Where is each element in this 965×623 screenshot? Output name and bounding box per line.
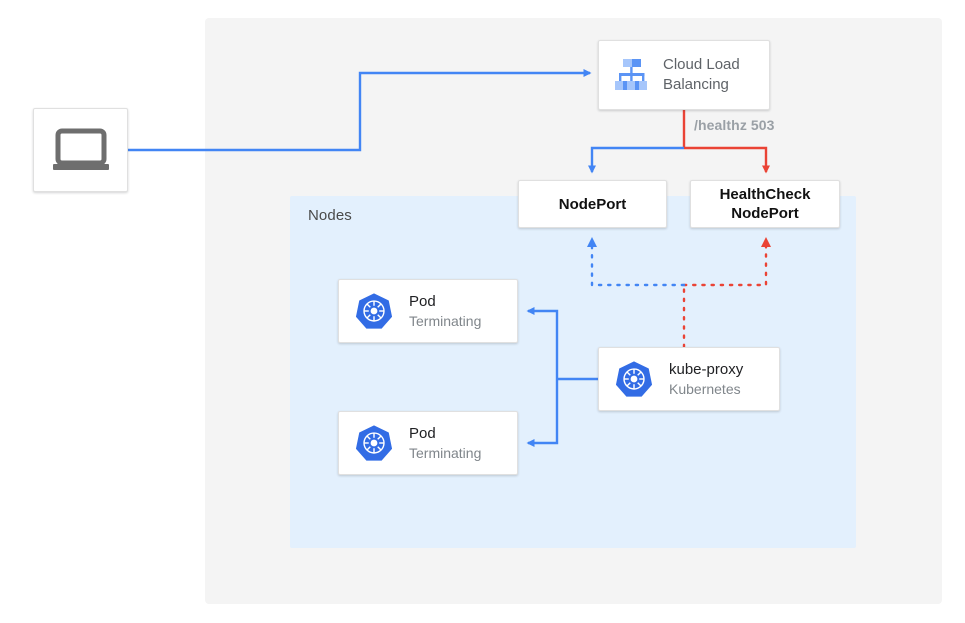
kube-proxy-title: kube-proxy xyxy=(669,360,744,378)
edge-client-to-clb xyxy=(128,69,592,152)
client-device-card[interactable] xyxy=(33,108,128,192)
edge-clb-split xyxy=(588,110,770,174)
cloud-load-balancing-card[interactable]: Cloud Load Balancing xyxy=(598,40,770,110)
pod-card-1-row: Pod Terminating xyxy=(339,280,517,342)
kubernetes-icon xyxy=(355,292,393,330)
kubernetes-icon xyxy=(615,360,653,398)
nodeport-card[interactable]: NodePort xyxy=(518,180,667,228)
kube-proxy-labels: kube-proxy Kubernetes xyxy=(669,360,743,399)
hcnp-label-line2: NodePort xyxy=(731,205,799,222)
cloud-load-balancing-icon xyxy=(611,57,651,93)
edge-kubeproxy-dotted xyxy=(587,237,771,349)
kube-proxy-row: kube-proxy Kubernetes xyxy=(599,348,779,410)
pod-card-2-row: Pod Terminating xyxy=(339,412,517,474)
pod-card-1-labels: Pod Terminating xyxy=(409,292,481,331)
kubernetes-icon xyxy=(355,424,393,462)
laptop-icon xyxy=(51,128,111,172)
pod-card-2-labels: Pod Terminating xyxy=(409,424,481,463)
edge-kubeproxy-to-pods xyxy=(526,307,598,447)
healthcheck-nodeport-card[interactable]: HealthCheck NodePort xyxy=(690,180,840,228)
pod-card-1-subtitle: Terminating xyxy=(409,312,482,329)
nodes-panel-label: Nodes xyxy=(308,207,352,224)
kube-proxy-card[interactable]: kube-proxy Kubernetes xyxy=(598,347,780,411)
pod-card-1[interactable]: Pod Terminating xyxy=(338,279,518,343)
healthcheck-nodeport-label: HealthCheck NodePort xyxy=(720,185,811,223)
clb-label-line1: Cloud Load xyxy=(663,56,740,73)
pod-card-2-title: Pod xyxy=(409,424,436,442)
nodeport-label: NodePort xyxy=(558,195,627,213)
hcnp-label-line1: HealthCheck xyxy=(719,186,811,203)
cloud-load-balancing-label: Cloud Load Balancing xyxy=(663,55,740,95)
edge-label-healthz: /healthz 503 xyxy=(694,117,775,133)
pod-card-2-subtitle: Terminating xyxy=(409,444,482,461)
kube-proxy-subtitle: Kubernetes xyxy=(669,380,741,397)
pod-card-1-title: Pod xyxy=(409,292,436,310)
pod-card-2[interactable]: Pod Terminating xyxy=(338,411,518,475)
clb-label-line2: Balancing xyxy=(663,76,729,93)
